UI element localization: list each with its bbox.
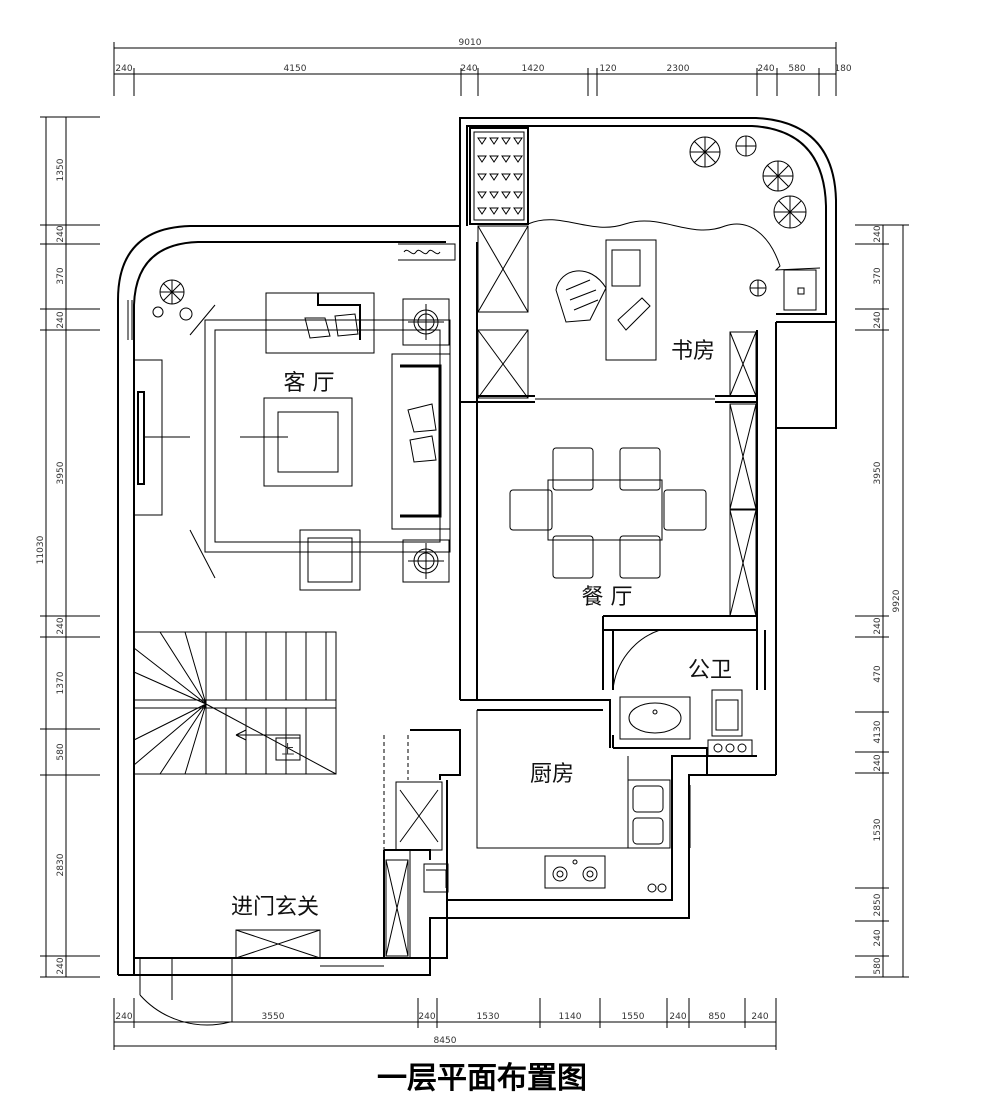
- dim-left-5: 3950: [56, 461, 66, 484]
- dim-right-9: 1530: [873, 818, 883, 841]
- left-dimension-chain: [40, 116, 100, 978]
- living-room-furniture: [133, 292, 451, 591]
- dim-bottom-6: 1550: [622, 1012, 645, 1022]
- top-dimension-chain: [113, 42, 837, 96]
- dim-right-2: 370: [873, 267, 883, 284]
- dim-top-4: 1420: [522, 64, 545, 74]
- plant-icon: [127, 279, 193, 340]
- dim-top-7: 240: [757, 64, 774, 74]
- dim-right-8: 240: [873, 754, 883, 771]
- dim-left-2: 240: [56, 225, 66, 242]
- dim-bottom-total: 8450: [434, 1036, 457, 1046]
- dim-left-4: 240: [56, 311, 66, 328]
- dim-right-12: 580: [873, 957, 883, 974]
- dim-left-1: 1350: [56, 158, 66, 181]
- dim-left-total: 11030: [36, 535, 46, 564]
- dim-top-8: 580: [788, 64, 805, 74]
- dim-right-6: 470: [873, 665, 883, 682]
- room-label-dining: 餐 厅: [582, 585, 633, 610]
- dim-bottom-7: 240: [669, 1012, 686, 1022]
- dim-top-1: 240: [115, 64, 132, 74]
- shrub-icon: [689, 135, 807, 297]
- dim-top-5: 120: [599, 64, 616, 74]
- staircase: [133, 631, 337, 775]
- dim-bottom-9: 240: [751, 1012, 768, 1022]
- dim-bottom-8: 850: [708, 1012, 725, 1022]
- room-label-study: 书房: [671, 339, 715, 364]
- dim-top-3: 240: [460, 64, 477, 74]
- dim-right-10: 2850: [873, 893, 883, 916]
- dim-left-7: 1370: [56, 671, 66, 694]
- room-label-kitchen: 厨房: [530, 762, 574, 787]
- dim-right-1: 240: [873, 225, 883, 242]
- stair-label: 上: [281, 743, 294, 758]
- dim-bottom-2: 3550: [262, 1012, 285, 1022]
- dim-top-6: 2300: [667, 64, 690, 74]
- room-label-living: 客 厅: [284, 371, 335, 396]
- dim-left-8: 580: [56, 743, 66, 760]
- dim-right-4: 3950: [873, 461, 883, 484]
- dim-right-5: 240: [873, 617, 883, 634]
- dim-right-7: 4130: [873, 720, 883, 743]
- room-label-bath: 公卫: [688, 658, 732, 683]
- bottom-dimension-chain: [113, 998, 777, 1050]
- dim-bottom-3: 240: [418, 1012, 435, 1022]
- exterior-walls: [117, 117, 837, 976]
- interior-walls: [383, 226, 766, 958]
- room-label-entry: 进门玄关: [231, 895, 319, 920]
- entry-fixtures: [139, 735, 443, 1026]
- right-dimension-chain: [855, 224, 909, 978]
- dim-right-11: 240: [873, 929, 883, 946]
- dim-bottom-1: 240: [115, 1012, 132, 1022]
- dim-left-6: 240: [56, 617, 66, 634]
- dim-right-3: 240: [873, 311, 883, 328]
- dim-top-2: 4150: [284, 64, 307, 74]
- kitchen-fixtures: [423, 779, 671, 893]
- planter-triangles: [477, 137, 523, 215]
- dim-top-9: 180: [834, 64, 851, 74]
- study-furniture: [469, 127, 821, 617]
- storage-rail: [398, 243, 456, 261]
- dim-right-total: 9920: [892, 589, 902, 612]
- plan-title: 一层平面布置图: [377, 1061, 587, 1096]
- dim-bottom-5: 1140: [559, 1012, 582, 1022]
- bathroom-fixtures: [612, 629, 766, 757]
- dim-top-total: 9010: [459, 38, 482, 48]
- dining-furniture: [509, 447, 707, 579]
- dim-left-9: 2830: [56, 853, 66, 876]
- dim-bottom-4: 1530: [477, 1012, 500, 1022]
- dim-left-10: 240: [56, 957, 66, 974]
- dim-left-3: 370: [56, 267, 66, 284]
